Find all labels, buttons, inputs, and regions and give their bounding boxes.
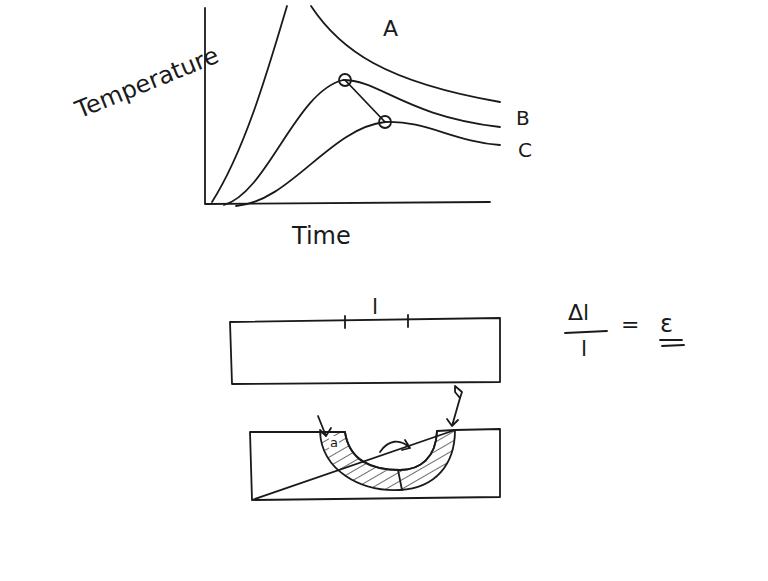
bar xyxy=(230,318,500,384)
equation-sign: = xyxy=(621,314,639,336)
equation-term: Δl xyxy=(568,302,589,324)
pencil-tip xyxy=(455,386,462,398)
peak-marker xyxy=(379,116,391,128)
fusion-line xyxy=(345,431,437,470)
fraction-bar xyxy=(565,331,607,333)
curve-a-rise xyxy=(212,6,287,202)
arrow xyxy=(318,416,331,436)
axis-title: Temperature xyxy=(72,43,222,122)
arrow xyxy=(380,440,410,452)
curve-b xyxy=(224,80,500,205)
peak-locus xyxy=(345,80,385,122)
weld-bead xyxy=(320,430,455,490)
arrow xyxy=(447,398,460,426)
axis-title: Time xyxy=(292,224,351,248)
gauge-length: l xyxy=(372,296,378,318)
plate xyxy=(250,429,500,500)
divider xyxy=(398,470,402,490)
curve-a-fall xyxy=(311,6,500,102)
curve-c xyxy=(236,122,500,206)
peak-marker xyxy=(339,74,351,86)
curve-label: A xyxy=(383,18,398,40)
curve-label: C xyxy=(518,140,532,160)
strain-symbol: ε xyxy=(660,312,673,336)
equation-term: l xyxy=(581,338,587,360)
double-underline xyxy=(660,340,684,346)
curve-label: B xyxy=(516,108,530,128)
axes xyxy=(205,8,490,204)
weld-mark: a xyxy=(329,436,339,449)
